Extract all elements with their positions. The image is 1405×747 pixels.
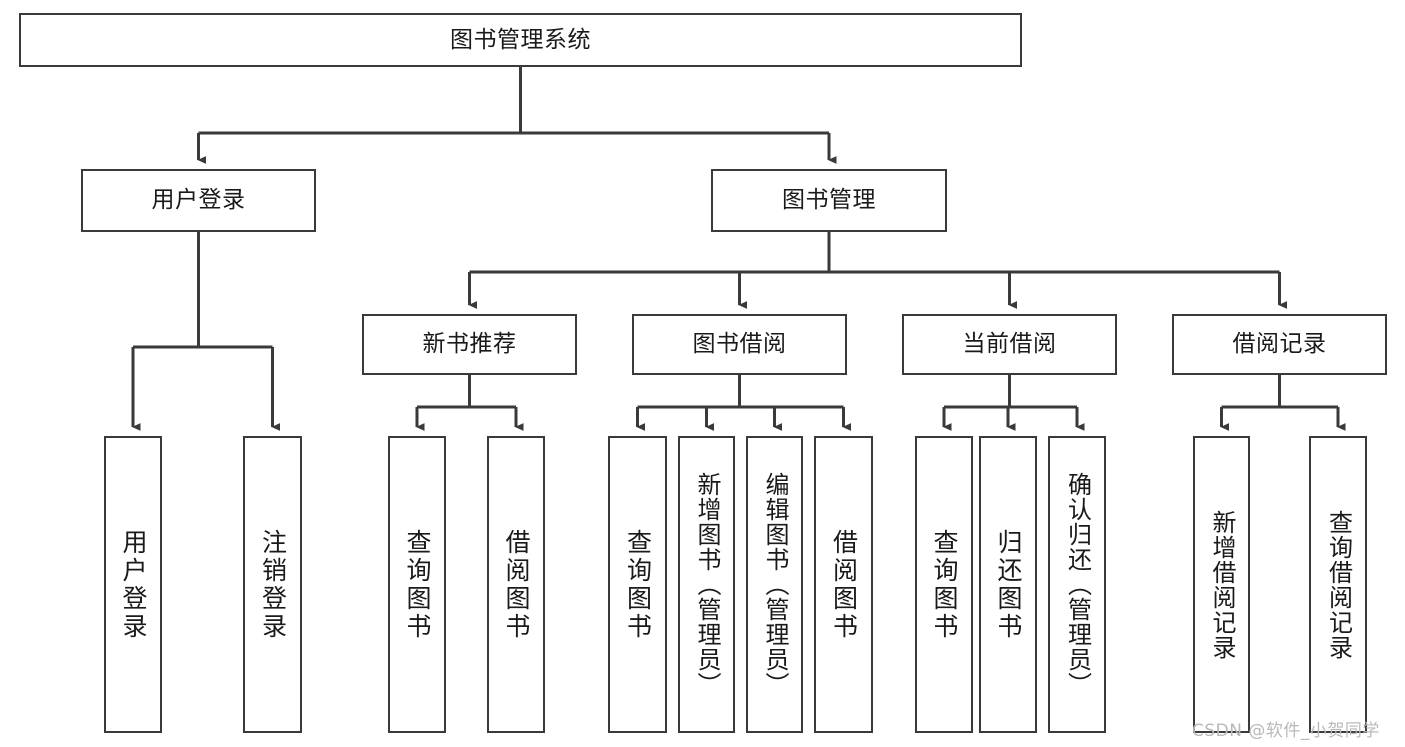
node-label: 当前借阅 xyxy=(962,331,1057,358)
node-current[interactable]: 当前借阅 xyxy=(902,314,1117,375)
node-label: 用户登录 xyxy=(151,187,246,214)
node-label: 新增图书（管理员） xyxy=(692,472,721,697)
node-leaf-cur-1[interactable]: 查询图书 xyxy=(915,436,973,733)
edge-layer xyxy=(131,67,1346,431)
node-leaf-new-2[interactable]: 借阅图书 xyxy=(487,436,545,733)
node-leaf-rec-2[interactable]: 查询借阅记录 xyxy=(1309,436,1367,733)
node-leaf-login-2[interactable]: 注销登录 xyxy=(243,436,302,733)
node-leaf-new-1[interactable]: 查询图书 xyxy=(388,436,446,733)
node-label: 借阅图书 xyxy=(829,528,859,641)
node-records[interactable]: 借阅记录 xyxy=(1172,314,1387,375)
node-label: 新增借阅记录 xyxy=(1207,509,1236,660)
node-login[interactable]: 用户登录 xyxy=(81,169,316,232)
node-leaf-cur-3[interactable]: 确认归还（管理员） xyxy=(1048,436,1106,733)
node-label: 确认归还（管理员） xyxy=(1063,472,1092,697)
node-label: 归还图书 xyxy=(994,528,1023,641)
node-label: 新书推荐 xyxy=(422,331,517,358)
node-leaf-bor-1[interactable]: 查询图书 xyxy=(608,436,667,733)
watermark: CSDN @软件_小贺同学 xyxy=(1192,721,1380,741)
node-label: 查询图书 xyxy=(623,528,653,641)
node-label: 图书借阅 xyxy=(692,331,787,358)
node-label: 图书管理系统 xyxy=(450,26,591,53)
node-leaf-rec-1[interactable]: 新增借阅记录 xyxy=(1193,436,1250,733)
node-borrow[interactable]: 图书借阅 xyxy=(632,314,847,375)
node-leaf-bor-4[interactable]: 借阅图书 xyxy=(814,436,873,733)
node-label: 借阅图书 xyxy=(502,528,531,641)
node-root[interactable]: 图书管理系统 xyxy=(19,13,1022,67)
node-label: 查询图书 xyxy=(930,528,959,641)
node-label: 查询图书 xyxy=(403,528,432,641)
node-label: 注销登录 xyxy=(258,528,288,641)
node-label: 查询借阅记录 xyxy=(1324,509,1353,660)
node-label: 用户登录 xyxy=(119,528,148,641)
node-leaf-cur-2[interactable]: 归还图书 xyxy=(979,436,1037,733)
node-label: 借阅记录 xyxy=(1232,331,1327,358)
node-leaf-bor-2[interactable]: 新增图书（管理员） xyxy=(678,436,735,733)
node-newbook[interactable]: 新书推荐 xyxy=(362,314,577,375)
node-bookmgmt[interactable]: 图书管理 xyxy=(711,169,947,232)
node-leaf-login-1[interactable]: 用户登录 xyxy=(104,436,162,733)
node-leaf-bor-3[interactable]: 编辑图书（管理员） xyxy=(746,436,803,733)
node-label: 图书管理 xyxy=(782,187,876,214)
node-label: 编辑图书（管理员） xyxy=(760,472,789,697)
